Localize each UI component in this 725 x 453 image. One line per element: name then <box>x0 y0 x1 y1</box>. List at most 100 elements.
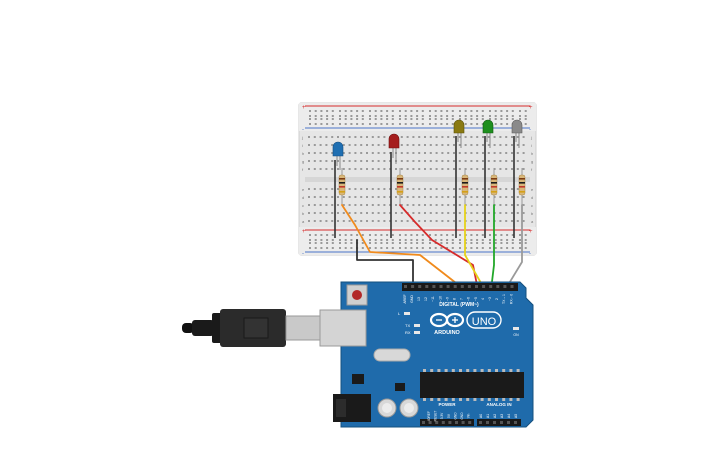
led-gray[interactable] <box>511 119 523 148</box>
usb-cable[interactable] <box>182 309 321 347</box>
signal-wires <box>341 204 523 291</box>
digital-pin-label: 7 <box>460 298 464 300</box>
led-rx-indicator <box>414 331 420 334</box>
resistor-yellow[interactable] <box>461 168 469 205</box>
row-letter: c <box>302 203 304 208</box>
row-letter: e <box>531 187 534 192</box>
arduino-logo-text: ARDUINO <box>434 330 460 336</box>
on-label: ON <box>513 333 519 337</box>
digital-pin-label: ~3 <box>488 297 492 301</box>
digital-pin-label: ~6 <box>467 297 471 301</box>
row-letter: a <box>531 219 534 224</box>
row-letter: c <box>531 203 533 208</box>
model-label: UNO <box>472 316 497 328</box>
power-pin-label: GND <box>460 412 464 420</box>
digital-header <box>402 283 518 291</box>
digital-pin-label: TX→1 <box>502 294 506 304</box>
row-letter: h <box>531 151 533 156</box>
crystal-oscillator <box>373 348 411 362</box>
l-label: L <box>398 311 401 316</box>
digital-header-label: DIGITAL (PWM~) <box>439 302 479 308</box>
resistor-blue[interactable] <box>338 168 346 205</box>
resistors <box>338 168 526 205</box>
rail-plus-bottom-left: + <box>302 229 306 235</box>
digital-pin-label: 12 <box>424 297 428 301</box>
wire-yellow[interactable] <box>464 204 486 291</box>
digital-pin-label: ~9 <box>445 297 449 301</box>
rail-minus-top-left: - <box>302 127 304 133</box>
rail-minus-bottom-left: - <box>302 251 304 257</box>
led-on-indicator <box>513 327 519 330</box>
usb-b-jack <box>319 309 367 347</box>
gnd-label-top: GND <box>410 295 414 303</box>
row-letter: a <box>302 219 305 224</box>
tx-label: TX <box>405 323 410 328</box>
row-letter: f <box>302 167 304 172</box>
led-green[interactable] <box>482 119 494 148</box>
wire-gnd[interactable] <box>356 239 414 291</box>
analog-pin-label: A5 <box>514 414 518 418</box>
led-red[interactable] <box>388 133 400 164</box>
row-letter: i <box>531 143 532 148</box>
resistor-red[interactable] <box>396 168 404 205</box>
resistor-green[interactable] <box>490 168 498 205</box>
analog-pin-label: A1 <box>486 414 490 418</box>
small-ic <box>395 383 405 391</box>
led-gray-body <box>511 119 523 134</box>
led-green-body <box>482 119 494 134</box>
digital-pin-label: 8 <box>453 298 457 300</box>
row-letter: j <box>301 135 303 140</box>
usb-connector-metal <box>285 315 321 341</box>
rail-plus-bottom-right: + <box>529 229 533 235</box>
power-pin-label: 5V <box>447 413 451 418</box>
digital-pin-label: ~11 <box>431 296 435 302</box>
led-blue-body <box>332 141 344 157</box>
aref-label: AREF <box>403 294 407 303</box>
power-pin-label: GND <box>453 412 457 420</box>
power-label: POWER <box>438 402 456 407</box>
rx-label: RX <box>405 330 411 335</box>
reset-button-cap <box>352 290 362 300</box>
row-letter: g <box>531 159 533 164</box>
atmega-chip-pins <box>423 369 520 401</box>
row-letter: i <box>302 143 303 148</box>
row-letter: h <box>302 151 304 156</box>
usb-cable-end <box>182 323 194 333</box>
resistor-gray[interactable] <box>518 168 526 205</box>
arduino-logo-icon <box>429 312 465 328</box>
power-pin-label: IOREF <box>427 411 431 421</box>
usb-cable-strain <box>192 320 214 336</box>
wire-orange[interactable] <box>341 204 466 291</box>
rail-plus-top-right: + <box>529 105 533 111</box>
breadboard-holes <box>308 110 527 249</box>
usb-collar <box>212 313 222 343</box>
wire-gray[interactable] <box>504 204 523 291</box>
voltage-regulator <box>352 374 364 384</box>
digital-pin-label: 4 <box>481 298 485 300</box>
led-blue[interactable] <box>332 141 344 170</box>
analog-pin-label: A4 <box>507 414 511 418</box>
row-letter: d <box>531 195 533 200</box>
breadboard-jumpers <box>334 136 515 238</box>
led-red-body <box>388 133 400 149</box>
row-letter: d <box>302 195 304 200</box>
analog-pin-label: A3 <box>500 414 504 418</box>
rail-minus-top-right: - <box>529 127 531 133</box>
digital-pin-label: ~10 <box>438 296 442 302</box>
uno-badge <box>466 311 502 329</box>
analog-label: ANALOG IN <box>486 402 511 407</box>
digital-pin-label: 2 <box>495 298 499 300</box>
analog-pin-label: A0 <box>479 414 483 418</box>
power-pin-label: 3.3V <box>440 412 444 419</box>
row-letter: g <box>302 159 304 164</box>
led-yellow[interactable] <box>453 119 465 148</box>
power-header <box>420 419 474 426</box>
digital-header-pins <box>404 285 514 288</box>
row-letter: j <box>530 135 532 140</box>
rail-minus-bottom-right: - <box>529 251 531 257</box>
